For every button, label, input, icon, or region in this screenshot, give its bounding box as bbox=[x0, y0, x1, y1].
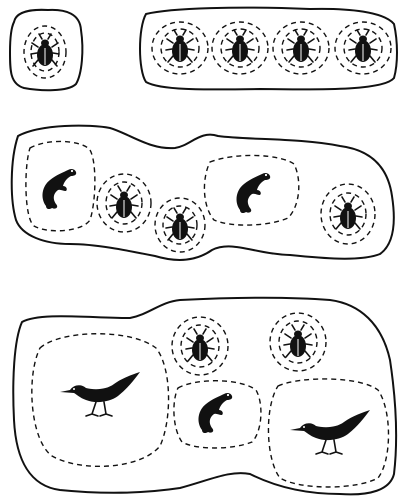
group-1 bbox=[10, 10, 82, 90]
beetle-icon bbox=[155, 198, 205, 252]
beetle-icon bbox=[152, 22, 208, 74]
group-3 bbox=[12, 126, 394, 260]
beetle-icon bbox=[24, 26, 66, 78]
beetle-icon bbox=[212, 22, 268, 74]
group-4 bbox=[13, 298, 396, 495]
beetle-icon bbox=[270, 313, 326, 371]
group-2 bbox=[140, 8, 397, 90]
beetle-icon bbox=[273, 22, 329, 74]
bird-icon bbox=[268, 379, 388, 487]
weasel-icon bbox=[174, 381, 261, 448]
beetle-icon bbox=[97, 174, 151, 232]
weasel-icon bbox=[26, 141, 95, 230]
beetle-icon bbox=[172, 317, 228, 375]
beetle-icon bbox=[321, 184, 375, 244]
bird-icon bbox=[32, 334, 169, 467]
beetle-icon bbox=[335, 22, 391, 74]
weasel-icon bbox=[204, 155, 298, 225]
